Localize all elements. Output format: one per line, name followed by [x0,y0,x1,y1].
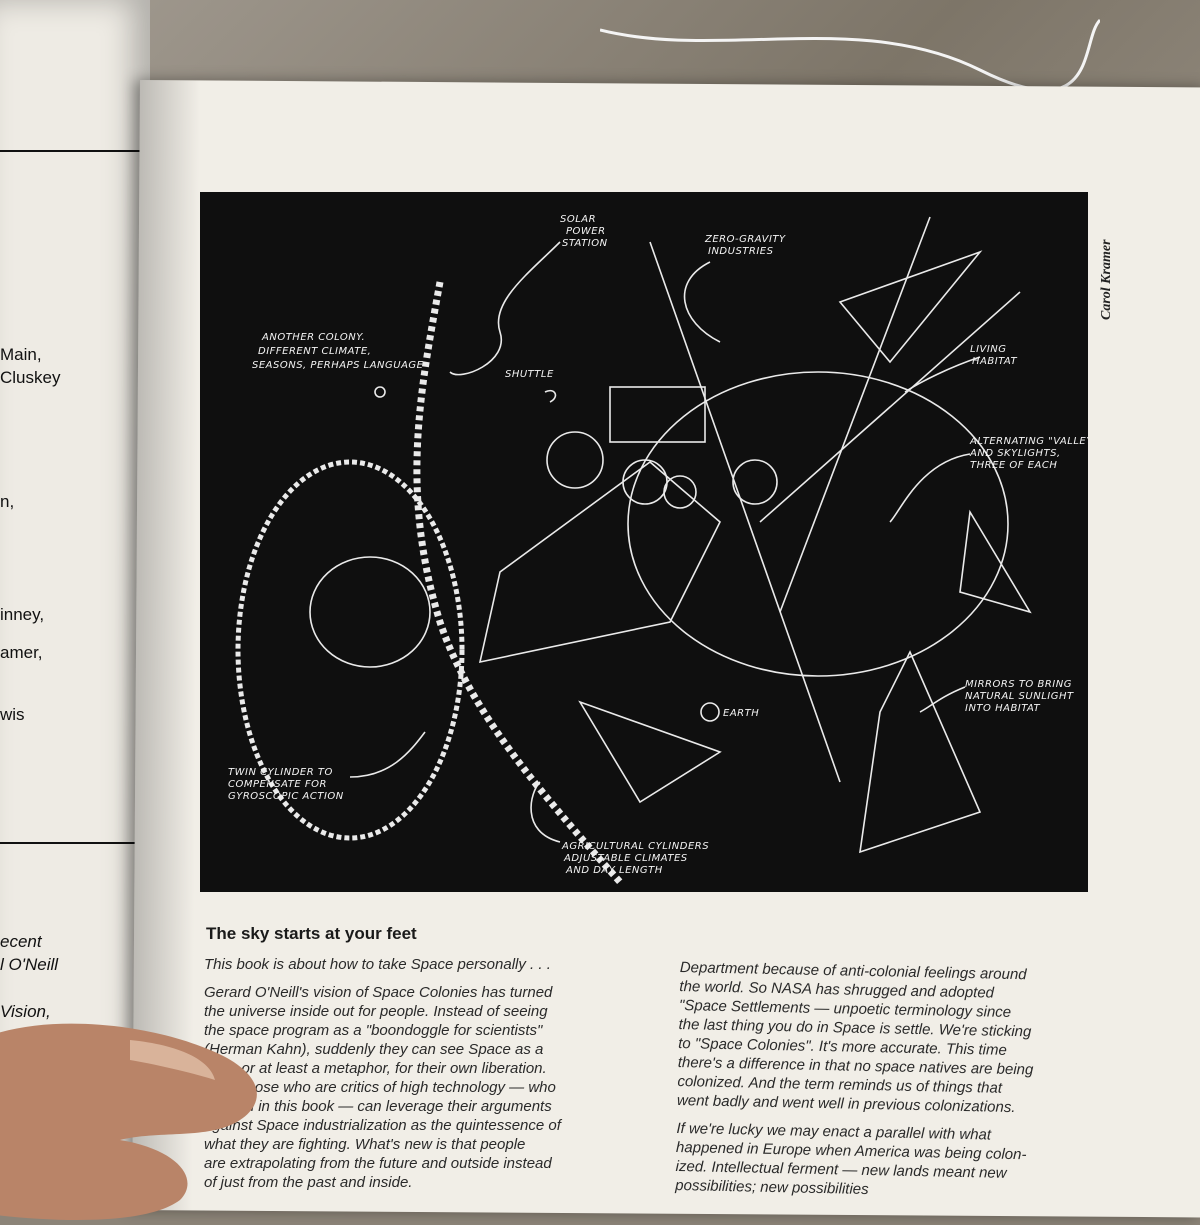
article-line: are extrapolating from the future and ou… [204,1155,552,1172]
mirror-beam-1 [779,216,931,613]
agricultural-chain [413,281,623,885]
mirror-panel-1 [838,250,983,364]
mirror-panel-4 [578,700,722,804]
left-text-line: wis [0,705,25,724]
label-valleys-1: ALTERNATING "VALLEYS" [969,436,1088,447]
illustration-drawing: SOLAR POWER STATION ZERO-GRAVITY INDUSTR… [228,214,1088,885]
industry-block [609,386,706,443]
hand-thumb [0,990,290,1220]
left-text-line: amer, [0,643,43,662]
illustration-labels: SOLAR POWER STATION ZERO-GRAVITY INDUSTR… [228,214,1088,876]
article-line: against Space industrialization as the q… [204,1117,561,1134]
label-agri-3: AND DAY LENGTH [565,865,663,876]
earth-circle [700,702,720,722]
article-line: abound in this book — can leverage their… [204,1098,552,1115]
twin-cylinder-hub [309,556,431,668]
label-agri-1: AGRICULTURAL CYLINDERS [561,841,709,852]
mirror-beam-3 [649,241,841,783]
label-colony-3: SEASONS, PERHAPS LANGUAGE [252,360,424,371]
leader-zero-g [683,261,721,343]
label-twin-3: GYROSCOPIC ACTION [228,791,344,802]
label-earth: EARTH [723,708,759,719]
left-italic-line: Vision, [0,1002,51,1021]
label-mirrors-3: INTO HABITAT [965,703,1041,714]
leader-valleys [889,453,971,523]
left-page: Main, Cluskey n, inney, amer, wis ecent … [0,0,150,1200]
label-solar-3: STATION [562,238,608,249]
label-zero-g-1: ZERO-GRAVITY [704,234,786,245]
leader-twin [349,731,426,778]
leader-living [904,356,981,393]
mirror-panel-3 [959,509,1032,614]
left-text-line: Cluskey [0,368,61,387]
label-twin-2: COMPENSATE FOR [228,779,327,790]
label-mirrors-1: MIRRORS TO BRING [965,679,1072,690]
label-living-1: LIVING [970,344,1007,355]
station-module-4 [732,459,778,505]
article-line: the space program as a "boondoggle for s… [204,1022,543,1039]
article-line: what they are fighting. What's new is th… [204,1136,526,1153]
label-solar-2: POWER [566,226,606,237]
left-page-box [0,150,144,844]
mirror-panel-2 [859,650,982,854]
leader-agri [530,781,561,843]
central-cylinder [478,460,721,664]
article-line: of just from the past and inside. [204,1174,413,1191]
article-heading: The sky starts at your feet [206,924,417,943]
label-valleys-2: AND SKYLIGHTS, [969,448,1061,459]
leader-mirrors [919,686,966,713]
article-line: Even those who are critics of high techn… [204,1079,556,1096]
left-text-line: Main, [0,345,42,364]
label-living-2: HABITAT [972,356,1017,367]
living-habitat-sphere [627,371,1009,677]
article-line: Gerard O'Neill's vision of Space Colonie… [204,984,553,1001]
twin-cylinder-ring [235,459,465,841]
label-zero-g-2: INDUSTRIES [708,246,774,257]
mirror-beam-2 [759,291,1021,523]
left-text-line: n, [0,492,15,511]
station-module-3 [663,475,697,509]
left-italic-line: ecent [0,932,42,951]
thumb-shape [0,1023,257,1220]
label-colony-1: ANOTHER COLONY. [261,332,365,343]
label-colony-2: DIFFERENT CLIMATE, [258,346,371,357]
article-line: This book is about how to take Space per… [204,956,551,973]
shuttle-mark [544,389,557,403]
distant-colony [374,386,386,398]
label-mirrors-2: NATURAL SUNLIGHT [965,691,1074,702]
article-right-column: Department because of anti-colonial feel… [675,958,1110,1213]
space-colony-illustration: SOLAR POWER STATION ZERO-GRAVITY INDUSTR… [200,192,1088,892]
label-agri-2: ADJUSTABLE CLIMATES [563,853,688,864]
white-cable [600,18,1100,90]
left-text-line: inney, [0,605,45,624]
left-italic-line: l O'Neill [0,955,59,974]
label-twin-1: TWIN CYLINDER TO [228,767,333,778]
leader-solar [449,241,561,376]
article-line: the universe inside out for people. Inst… [204,1003,548,1020]
station-module-1 [546,431,604,489]
label-valleys-3: THREE OF EACH [970,460,1057,471]
article-line: path, or at least a metaphor, for their … [204,1060,547,1077]
label-solar-1: SOLAR [560,214,596,225]
label-shuttle: SHUTTLE [505,369,554,380]
article-left-column: This book is about how to take Space per… [204,955,654,1201]
article-line: (Herman Kahn), suddenly they can see Spa… [204,1041,544,1058]
illustration-credit: Carol Kramer [1099,239,1114,321]
